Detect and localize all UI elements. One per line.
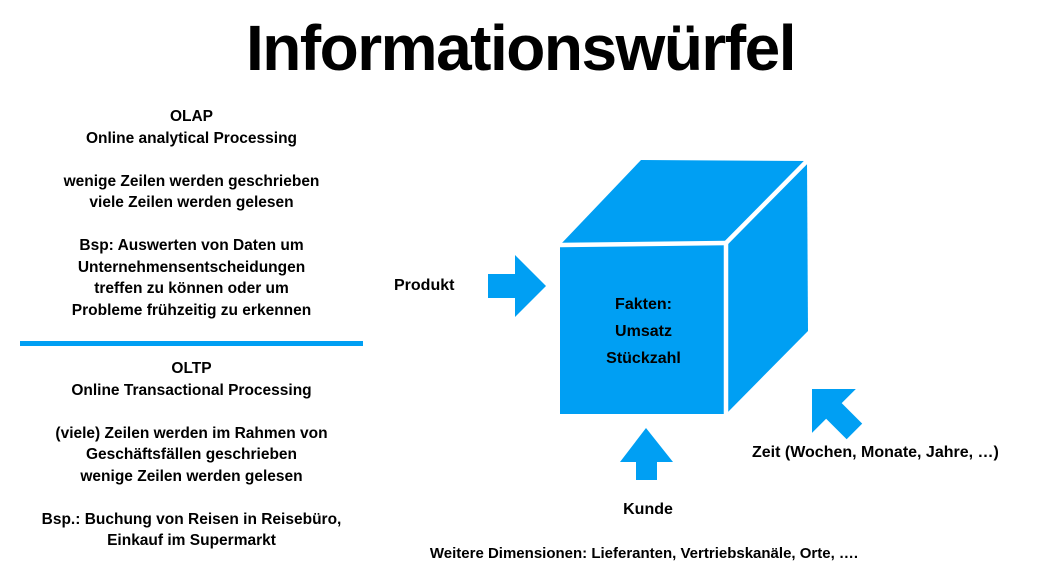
cube-facts-line: Umsatz [615,323,672,340]
cube-top-face [560,160,807,245]
oltp-line: wenige Zeilen werden gelesen [80,467,303,485]
olap-example-line: treffen zu können oder um [94,280,289,297]
oltp-line: (viele) Zeilen werden im Rahmen von [55,424,328,442]
oltp-line: Geschäftsfällen geschrieben [85,446,298,463]
produkt-arrow-icon [488,255,546,317]
cube-facts-line: Fakten: [615,296,672,313]
cube-front-face [560,243,726,414]
slide-title: Informationswürfel [245,12,797,84]
olap-oltp-panel: OLAP Online analytical Processing wenige… [20,106,363,552]
olap-example-line: Bsp: Auswerten von Daten um [79,237,304,254]
oltp-example-line: Einkauf im Supermarkt [107,532,276,549]
weitere-dimensionen-label: Weitere Dimensionen: Lieferanten, Vertri… [429,545,859,562]
kunde-arrow-icon [620,428,673,480]
olap-line: viele Zeilen werden gelesen [89,194,294,211]
produkt-label: Produkt [394,277,455,294]
olap-line: wenige Zeilen werden geschrieben [63,172,320,190]
information-cube [559,159,809,414]
olap-example-line: Unternehmensentscheidungen [77,258,306,276]
oltp-example-line: Bsp.: Buchung von Reisen in Reisebüro, [41,510,342,528]
kunde-label: Kunde [623,501,673,518]
cube-edge-top-right [724,159,809,245]
olap-heading: OLAP [169,108,214,125]
cube-facts-line: Stückzahl [606,350,681,367]
olap-subheading: Online analytical Processing [85,129,298,147]
olap-example-line: Probleme frühzeitig zu erkennen [71,301,312,319]
cube-facts-label: Fakten: Umsatz Stückzahl [560,291,727,372]
cube-edge-front-top [559,240,727,248]
zeit-label: Zeit (Wochen, Monate, Jahre, …) [752,444,999,461]
oltp-heading: OLTP [171,360,212,377]
oltp-subheading: Online Transactional Processing [71,381,312,399]
zeit-arrow-icon [812,389,863,440]
section-divider [20,341,363,346]
